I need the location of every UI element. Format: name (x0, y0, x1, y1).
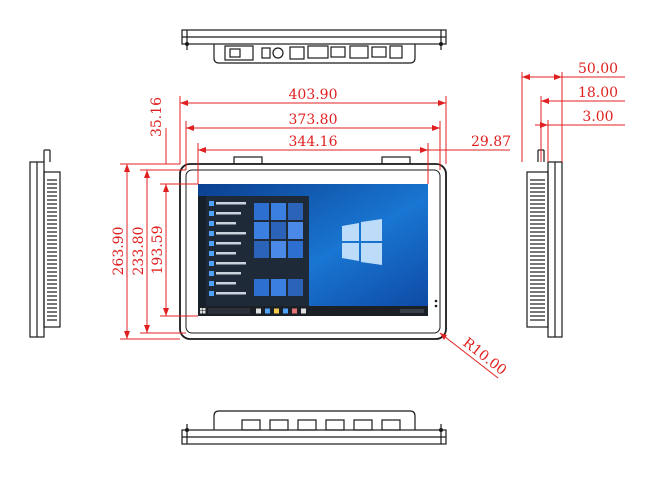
left-side-view (29, 149, 61, 338)
screen-height-label: 193.59 (150, 226, 166, 275)
bezel-height-label: 233.80 (131, 227, 147, 276)
bezel-width-label: 373.80 (289, 112, 338, 128)
right-side-view (526, 149, 563, 338)
start-button-icon (200, 308, 206, 314)
screen-width-label: 344.16 (289, 134, 338, 150)
front-view (179, 156, 447, 340)
dimension-lines (120, 72, 625, 379)
overall-height-label: 263.90 (111, 227, 127, 276)
taskbar (198, 306, 428, 316)
bottom-view (181, 410, 447, 445)
bracket-offset-label: 35.16 (149, 97, 165, 137)
depth-bezel-label: 3.00 (582, 109, 613, 125)
windows-logo-icon (342, 219, 382, 265)
depth-total-label: 50.00 (578, 61, 618, 77)
right-offset-label: 29.87 (471, 134, 511, 150)
top-view (181, 29, 447, 64)
overall-width-label: 403.90 (289, 87, 338, 103)
dimension-labels: 403.90 373.80 344.16 29.87 35.16 263.90 … (111, 61, 618, 379)
corner-radius-label: R10.00 (460, 335, 510, 379)
depth-body-label: 18.00 (578, 85, 618, 101)
